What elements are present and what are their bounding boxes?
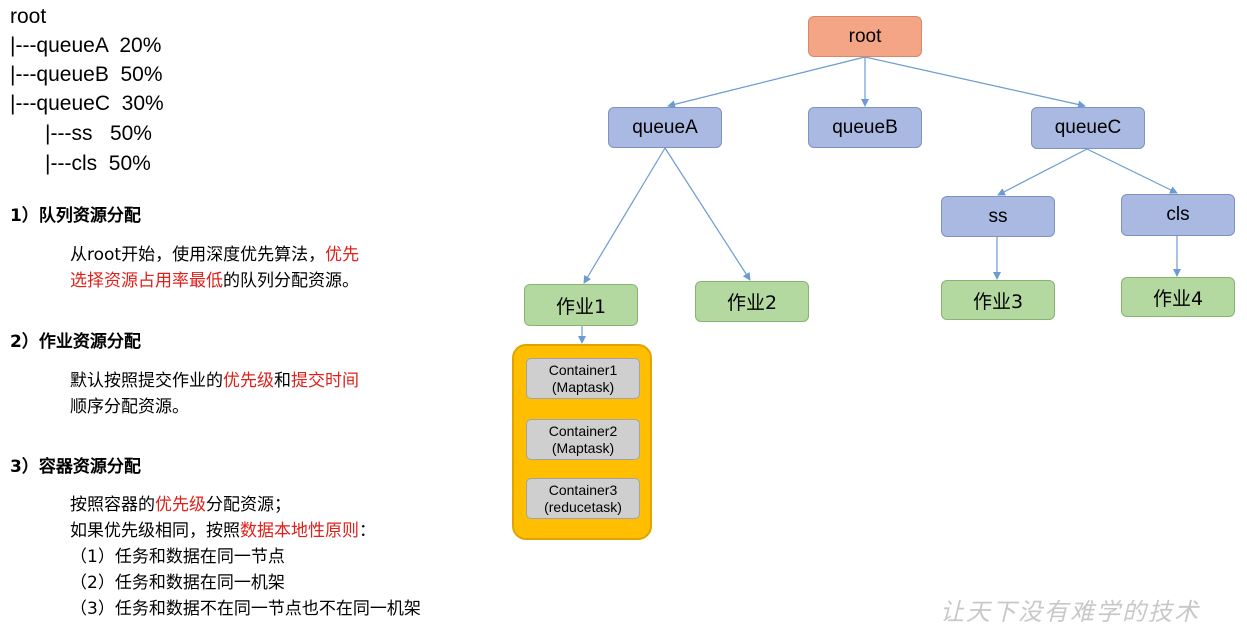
section-2-highlight-time: 提交时间 [291,371,359,391]
section-1-line-1: 从root开始，使用深度优先算法，优先 [70,242,359,268]
node-cls: cls [1121,194,1235,236]
section-3-highlight-locality: 数据本地性原则 [240,521,359,541]
section-1-highlight: 优先 [325,245,360,265]
node-ss: ss [941,196,1055,237]
section-3-title: 3）容器资源分配 [10,457,141,477]
section-1-text-2: 的队列分配资源。 [223,271,359,291]
tree-line-root: root [10,5,47,28]
section-3-item-1: （1）任务和数据在同一节点 [70,547,285,567]
section-2-text-and: 和 [274,371,291,391]
edge-queueA-job2 [664,147,751,281]
section-1-highlight-2: 选择资源占用率最低 [70,271,223,291]
section-2-highlight-priority: 优先级 [223,371,274,391]
tree-line-queueB: |---queueB 50% [10,63,163,86]
section-3-line-2: 如果优先级相同，按照数据本地性原则： [70,518,376,544]
section-2-title: 2）作业资源分配 [10,332,141,352]
tree-line-cls: |---cls 50% [10,152,151,175]
section-3-text-3: 如果优先级相同，按照 [70,521,240,541]
section-2-line-2: 顺序分配资源。 [70,397,189,417]
section-3-item-2: （2）任务和数据在同一机架 [70,573,285,593]
section-3-text-2: 分配资源； [206,495,291,515]
section-3-highlight-priority: 优先级 [155,495,206,515]
section-1-text: 从root开始，使用深度优先算法， [70,245,326,265]
edge-queueA-job1 [583,147,666,284]
node-queueB: queueB [808,107,922,148]
section-2-text: 默认按照提交作业的 [70,371,223,391]
tree-line-queueA: |---queueA 20% [10,34,162,57]
node-job-2: 作业2 [695,281,809,322]
container-2: Container2 (Maptask) [526,419,640,460]
edge-queueC-cls [1086,148,1178,194]
node-root: root [808,16,922,57]
container-1-name: Container1 [548,361,618,378]
edge-root-queueA [667,56,866,109]
section-1-line-2: 选择资源占用率最低的队列分配资源。 [70,268,359,294]
container-2-name: Container2 [548,422,618,439]
node-job-1: 作业1 [524,284,638,326]
edge-root-queueC [864,56,1086,109]
container-1-task: (Maptask) [551,378,615,395]
container-1: Container1 (Maptask) [526,358,640,399]
edge-queueC-ss [997,148,1088,196]
section-1-title: 1）队列资源分配 [10,206,141,226]
tree-line-ss: |---ss 50% [10,122,152,145]
node-queueC: queueC [1031,107,1145,149]
section-3-text: 按照容器的 [70,495,155,515]
tree-line-queueC: |---queueC 30% [10,92,164,115]
container-3-task: (reducetask) [544,498,622,515]
container-2-task: (Maptask) [551,439,615,456]
node-queueA: queueA [608,107,722,148]
container-group: Container1 (Maptask) Container2 (Maptask… [512,344,652,540]
section-3-line-1: 按照容器的优先级分配资源； [70,492,291,518]
node-job-4: 作业4 [1121,277,1235,317]
watermark: 让天下没有难学的技术 [940,598,1200,626]
section-3-item-3: （3）任务和数据不在同一节点也不在同一机架 [70,599,421,619]
node-job-3: 作业3 [941,280,1055,320]
section-2-line-1: 默认按照提交作业的优先级和提交时间 [70,368,359,394]
section-3-text-4: ： [359,521,376,541]
container-3: Container3 (reducetask) [526,478,640,519]
container-3-name: Container3 [548,481,618,498]
